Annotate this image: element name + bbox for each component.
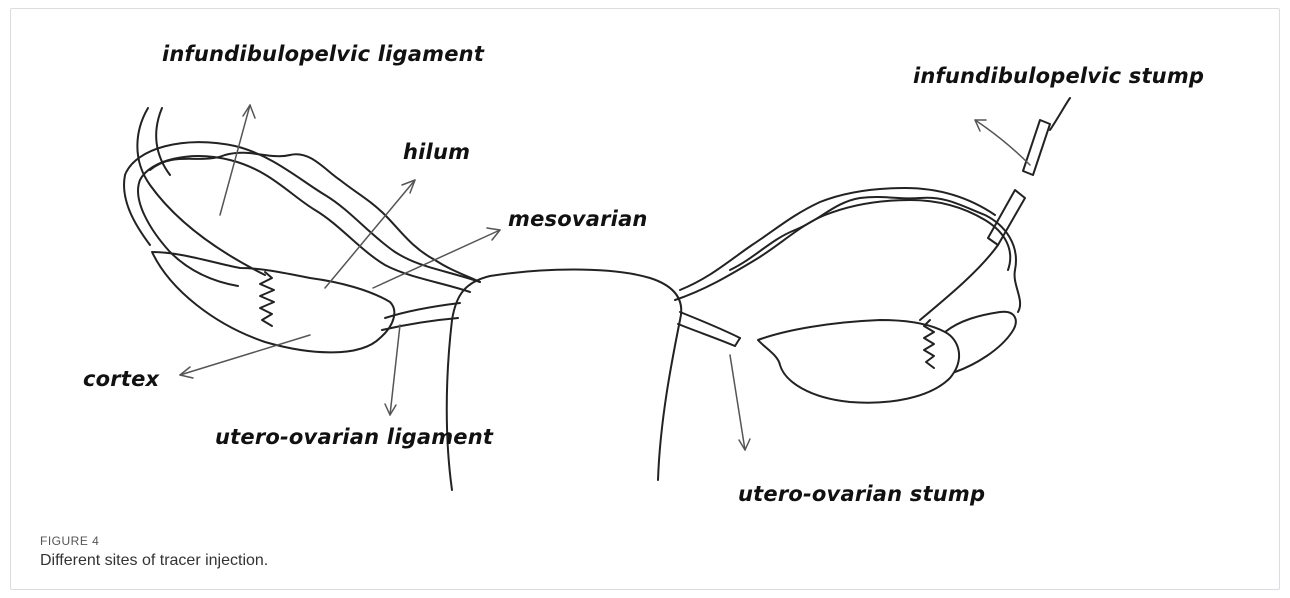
figure-caption: Different sites of tracer injection. xyxy=(40,552,268,570)
arrow-ip-ligament xyxy=(220,105,250,215)
label-infundibulopelvic-stump: infundibulopelvic stump xyxy=(913,64,1204,88)
arrow-uo-ligament xyxy=(390,325,400,415)
anatomy-diagram: infundibulopelvic ligament infundibulope… xyxy=(40,20,1250,505)
right-ip-stump-1 xyxy=(988,190,1025,245)
arrow-uo-stump xyxy=(730,355,745,450)
right-ovary xyxy=(758,320,959,403)
left-ligament-wave xyxy=(150,153,480,282)
right-uo-stump-end xyxy=(735,338,740,346)
label-hilum: hilum xyxy=(403,140,470,164)
label-cortex: cortex xyxy=(83,367,159,391)
left-cortex-zigzag xyxy=(260,272,274,326)
arrow-cortex xyxy=(180,335,310,375)
label-utero-ovarian-stump: utero-ovarian stump xyxy=(738,482,985,506)
label-utero-ovarian-ligament: utero-ovarian ligament xyxy=(215,425,493,449)
right-ip-line xyxy=(920,245,998,320)
uterus-outline xyxy=(447,270,682,491)
right-tube-inner xyxy=(680,188,995,290)
right-ip-stump-2 xyxy=(1023,120,1050,175)
left-uo-ligament-1 xyxy=(385,303,460,318)
right-ip-vessel xyxy=(1050,98,1070,130)
left-tube-outer xyxy=(138,156,470,292)
label-infundibulopelvic-ligament: infundibulopelvic ligament xyxy=(162,42,484,66)
right-uo-stump xyxy=(678,312,740,346)
label-mesovarian: mesovarian xyxy=(508,207,648,231)
arrow-ip-stump xyxy=(975,120,1030,165)
figure-number: FIGURE 4 xyxy=(40,534,99,548)
